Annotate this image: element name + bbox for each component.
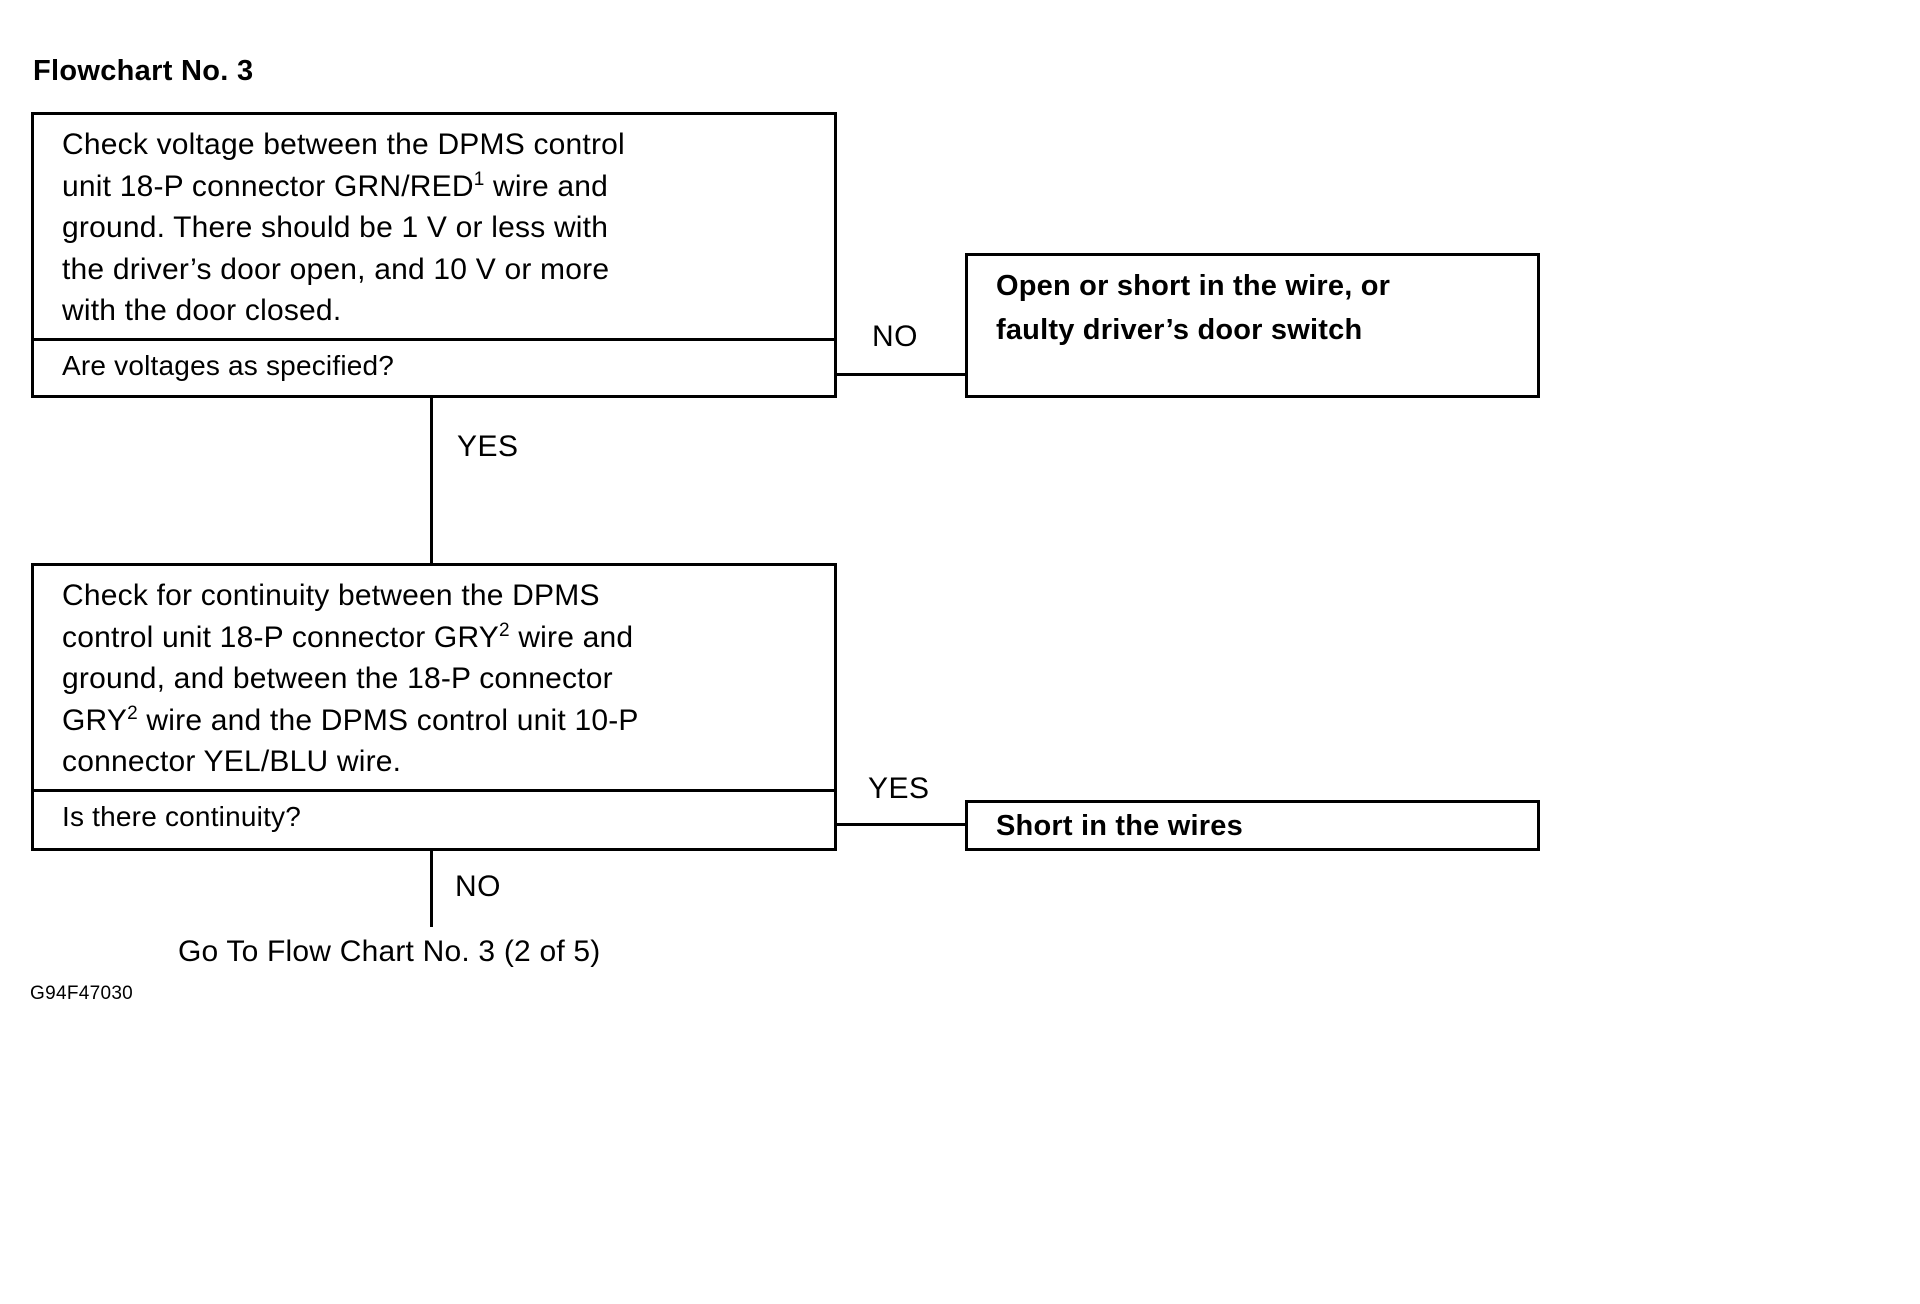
instruction-line: GRY2 wire and the DPMS control unit 10-P (62, 702, 639, 737)
instruction-line: the driver’s door open, and 10 V or more (62, 252, 610, 286)
result-box-open-or-short: Open or short in the wire, or faulty dri… (965, 253, 1540, 398)
decision-box-voltage-check: Check voltage between the DPMS control u… (31, 112, 837, 398)
connector-no-step1 (835, 373, 968, 376)
instruction-line: with the door closed. (62, 294, 342, 327)
instruction-line: control unit 18-P connector GRY2 wire an… (62, 619, 634, 654)
result-line: Open or short in the wire, or (996, 270, 1391, 302)
decision-question-voltage: Are voltages as specified? (62, 349, 395, 381)
decision-box-continuity-instruction: Check for continuity between the DPMS co… (34, 566, 834, 789)
footnote-marker-2: 2 (127, 702, 138, 724)
branch-label-yes-step1: YES (457, 430, 519, 463)
instruction-line: Check voltage between the DPMS control (62, 128, 625, 161)
connector-yes-step2 (835, 823, 968, 826)
decision-divider (34, 788, 834, 792)
instruction-line: ground, and between the 18-P connector (62, 662, 613, 695)
goto-flowchart-reference: Go To Flow Chart No. 3 (2 of 5) (178, 935, 601, 968)
branch-label-no-step2: NO (455, 870, 501, 903)
instruction-line: unit 18-P connector GRN/RED1 wire and (62, 168, 609, 203)
instruction-line: Check for continuity between the DPMS (62, 579, 600, 612)
page-title: Flowchart No. 3 (33, 55, 254, 87)
decision-question-continuity: Is there continuity? (62, 800, 302, 832)
decision-box-continuity-check: Check for continuity between the DPMS co… (31, 563, 837, 851)
decision-box-voltage-instruction: Check voltage between the DPMS control u… (34, 115, 834, 338)
footnote-marker-2: 2 (499, 619, 510, 641)
result-box-short-in-wires: Short in the wires (965, 800, 1540, 851)
instruction-line: ground. There should be 1 V or less with (62, 211, 609, 244)
decision-divider (34, 337, 834, 341)
instruction-line: connector YEL/BLU wire. (62, 745, 402, 778)
figure-code: G94F47030 (30, 983, 134, 1004)
connector-yes-step1 (430, 397, 433, 565)
result-line: faulty driver’s door switch (996, 314, 1363, 346)
footnote-marker-1: 1 (473, 168, 485, 190)
branch-label-no-step1: NO (872, 320, 918, 353)
result-line: Short in the wires (996, 810, 1243, 842)
connector-no-step2 (430, 851, 433, 927)
branch-label-yes-step2: YES (868, 772, 930, 805)
